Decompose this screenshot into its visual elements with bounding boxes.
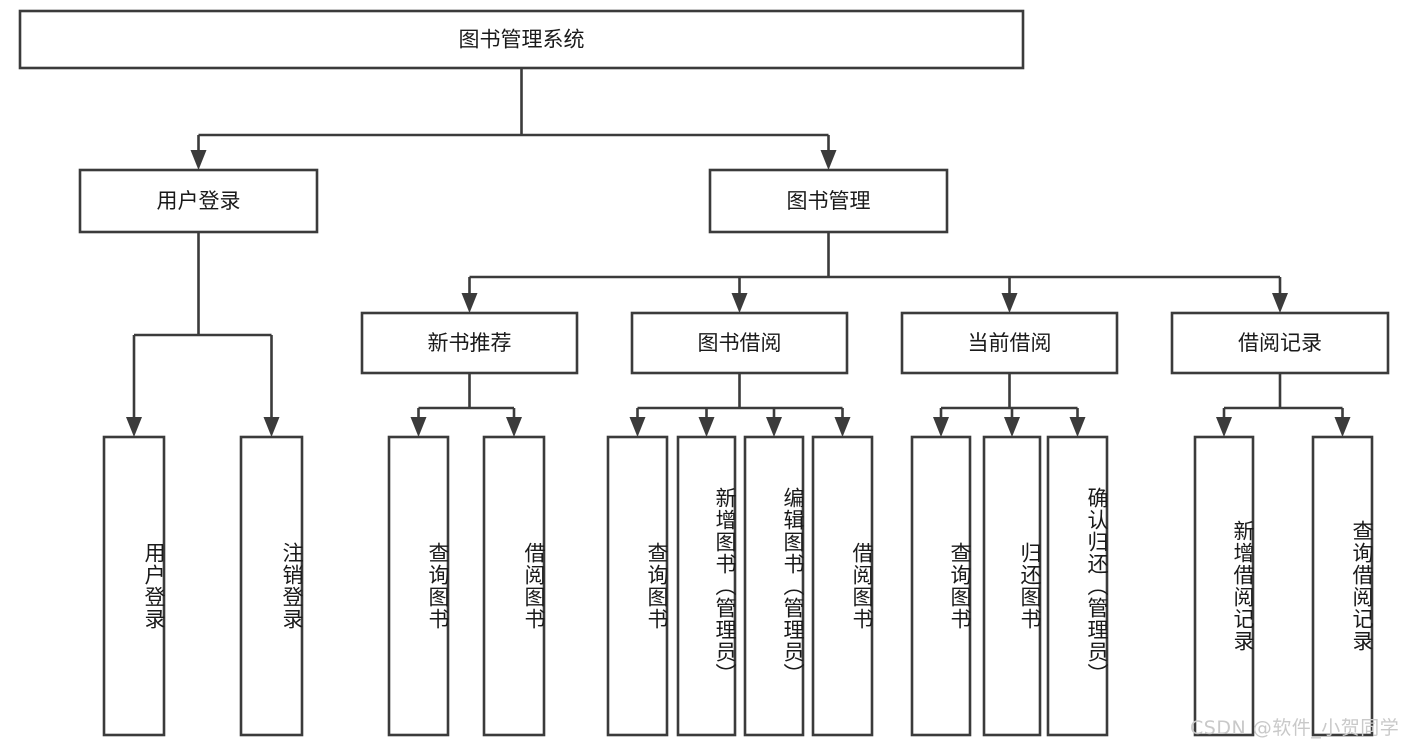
node-box-leaf-query-book-recommend[interactable]: [387, 435, 450, 737]
arrow-head-icon: [1334, 417, 1351, 437]
node-label-book-borrow: 图书借阅: [698, 331, 782, 355]
node-box-leaf-user-login[interactable]: [102, 435, 166, 737]
arrow-head-icon: [263, 417, 280, 437]
node-box-leaf-add-borrow-record[interactable]: [1193, 435, 1255, 737]
node-label-book-management: 图书管理: [787, 189, 871, 213]
node-box-leaf-query-book-current[interactable]: [910, 435, 972, 737]
node-box-book-management[interactable]: [708, 168, 949, 234]
arrow-head-icon: [731, 293, 748, 313]
node-box-leaf-borrow-book-recommend[interactable]: [482, 435, 546, 737]
node-box-book-borrow[interactable]: [630, 311, 849, 375]
node-label-borrow-record: 借阅记录: [1238, 331, 1322, 355]
arrow-head-icon: [410, 417, 427, 437]
node-label-root: 图书管理系统: [459, 28, 585, 52]
node-label-user-login: 用户登录: [157, 189, 241, 213]
node-box-leaf-logout-login[interactable]: [239, 435, 304, 737]
arrow-head-icon: [820, 150, 837, 170]
node-box-leaf-query-borrow-record[interactable]: [1311, 435, 1374, 737]
arrow-head-icon: [1001, 293, 1018, 313]
arrow-head-icon: [190, 150, 207, 170]
arrow-head-icon: [766, 417, 782, 437]
arrow-head-icon: [629, 417, 646, 437]
node-box-current-borrow[interactable]: [900, 311, 1119, 375]
arrow-head-icon: [933, 417, 949, 437]
node-box-leaf-add-book-admin[interactable]: [676, 435, 737, 737]
arrow-head-icon: [126, 417, 142, 437]
arrow-head-icon: [506, 417, 522, 437]
arrow-head-icon: [698, 417, 715, 437]
node-box-leaf-edit-book-admin[interactable]: [743, 435, 805, 737]
node-box-user-login[interactable]: [78, 168, 319, 234]
node-box-new-book-recommend[interactable]: [360, 311, 579, 375]
arrow-head-icon: [1069, 417, 1086, 437]
connector-lines: [126, 68, 1351, 437]
node-box-leaf-return-book[interactable]: [982, 435, 1042, 737]
arrow-head-icon: [1272, 293, 1288, 313]
arrow-head-icon: [1216, 417, 1232, 437]
node-box-borrow-record[interactable]: [1170, 311, 1390, 375]
node-box-leaf-borrow-book[interactable]: [811, 435, 874, 737]
arrow-head-icon: [461, 293, 478, 313]
node-box-leaf-query-book-borrow[interactable]: [606, 435, 669, 737]
node-box-root[interactable]: [18, 9, 1025, 70]
arrow-head-icon: [1004, 417, 1020, 437]
node-label-new-book-recommend: 新书推荐: [428, 331, 512, 355]
node-boxes: [18, 9, 1390, 737]
arrow-head-icon: [834, 417, 851, 437]
node-box-leaf-confirm-return-admin[interactable]: [1046, 435, 1109, 737]
node-label-current-borrow: 当前借阅: [968, 331, 1052, 355]
watermark-text: CSDN @软件_小贺同学: [1190, 717, 1400, 739]
